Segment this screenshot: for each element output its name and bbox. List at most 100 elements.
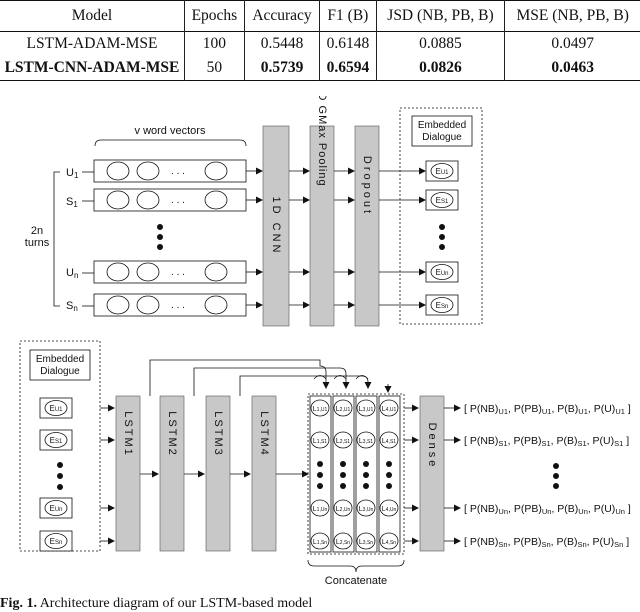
word-vector-node (106, 262, 130, 282)
figure-caption: Fig. 1. Architecture diagram of our LSTM… (0, 596, 312, 612)
svg-text:ESn: ESn (436, 301, 449, 310)
word-vector-row-sn: . . . (82, 293, 263, 317)
output-s1: [ P(NB)S1, P(PB)S1, P(B)S1, P(U)S1 ] (464, 435, 629, 448)
vertical-dots (439, 224, 445, 250)
cell-epochs: 100 (184, 31, 245, 56)
concat-to-dense-arrows (404, 404, 419, 545)
vertical-dots (553, 463, 559, 489)
lstm1-block (115, 395, 141, 552)
vertical-dots (157, 224, 163, 250)
gmax-pooling-block (309, 125, 335, 327)
svg-text:L2,Sn: L2,Sn (336, 539, 350, 546)
svg-text:Embedded: Embedded (418, 120, 466, 131)
header-model: Model (71, 7, 113, 24)
cell-mse: 0.0497 (504, 31, 640, 56)
svg-text:Dialogue: Dialogue (422, 132, 462, 143)
svg-text:L4,Un: L4,Un (382, 506, 397, 513)
svg-text:ES1: ES1 (436, 196, 449, 205)
word-vector-row-s1: . . . (82, 188, 263, 212)
vertical-dots (317, 461, 392, 489)
row-label-un: Un (66, 267, 78, 280)
embedding-sn: ESn (425, 294, 459, 316)
cell-accuracy: 0.5448 (243, 31, 320, 56)
svg-text:L3,S1: L3,S1 (359, 438, 373, 445)
svg-text:L3,U1: L3,U1 (359, 406, 374, 413)
skip-connections (149, 359, 389, 396)
output-arrows (444, 404, 461, 545)
cnn-block (262, 125, 290, 327)
dense-label: Dense (426, 423, 438, 470)
lstm3-label: LSTM3 (212, 411, 224, 456)
row-label-u1: U1 (66, 167, 79, 180)
svg-text:L4,U1: L4,U1 (382, 406, 397, 413)
word-vector-node (136, 161, 160, 181)
bottom-diagram: Embedded Dialogue EU1 ES1 EUn ESn (19, 340, 631, 587)
svg-text:. . .: . . . (171, 300, 185, 311)
svg-text:L3,Sn: L3,Sn (359, 539, 373, 546)
word-vector-node (136, 190, 160, 210)
caption-text: Architecture diagram of our LSTM-based m… (39, 596, 313, 611)
svg-text:L2,U1: L2,U1 (336, 406, 351, 413)
word-vector-row-un: . . . (82, 260, 263, 284)
row-label-s1: S1 (66, 196, 78, 209)
embedding-s1: ES1 (425, 189, 459, 211)
word-vector-node (204, 262, 228, 282)
svg-text:L3,Un: L3,Un (359, 506, 374, 513)
word-vectors-brace (94, 139, 247, 147)
embedding-un: EUn (39, 497, 73, 519)
top-diagram: v word vectors 2n turns U1 S1 Un Sn . . … (25, 96, 483, 327)
dropout-label: Dropout (361, 156, 373, 216)
word-vector-row-u1: . . . (82, 159, 263, 183)
svg-text:ES1: ES1 (50, 436, 63, 445)
output-u1: [ P(NB)U1, P(PB)U1, P(B)U1, P(U)U1 ] (464, 403, 631, 416)
embedded-title-box (411, 115, 473, 147)
header-mse: MSE (NB, PB, B) (504, 0, 640, 32)
svg-text:ESn: ESn (50, 537, 63, 546)
word-vector-node (106, 190, 130, 210)
header-jsd: JSD (NB, PB, B) (375, 0, 505, 32)
word-vector-node (204, 161, 228, 181)
word-vector-node (204, 190, 228, 210)
concatenate-brace (307, 559, 405, 573)
row-label-sn: Sn (66, 300, 78, 313)
results-table: Model Epochs Accuracy F1 (B) JSD (NB, PB… (0, 0, 640, 81)
cell-f1: 0.6594 (319, 56, 377, 81)
svg-text:Embedded: Embedded (36, 354, 84, 365)
svg-text:L4,Sn: L4,Sn (382, 539, 396, 546)
table-header-row: Model Epochs Accuracy F1 (B) JSD (NB, PB… (0, 0, 640, 32)
svg-text:. . .: . . . (171, 267, 185, 278)
word-vector-node (106, 161, 130, 181)
word-vectors-label: v word vectors (135, 125, 206, 137)
word-vector-node (136, 295, 160, 315)
table-row: LSTM-ADAM-MSE 100 0.5448 0.6148 0.0885 0… (0, 31, 640, 56)
architecture-diagram: v word vectors 2n turns U1 S1 Un Sn . . … (19, 96, 631, 587)
embedding-sn: ESn (39, 530, 73, 552)
svg-text:EU1: EU1 (435, 167, 449, 176)
lstm4-label: LSTM4 (258, 411, 270, 456)
word-vector-node (136, 262, 160, 282)
cell-f1: 0.6148 (319, 31, 377, 56)
svg-text:EUn: EUn (435, 268, 448, 277)
header-accuracy: Accuracy (243, 0, 320, 32)
cell-model: LSTM-CNN-ADAM-MSE (4, 59, 180, 76)
block-arrows (289, 167, 426, 309)
cell-jsd: 0.0885 (375, 31, 505, 56)
concatenate-label: Concatenate (325, 575, 387, 587)
embedding-u1: EU1 (39, 397, 73, 419)
gmax-label: 1D GMax Pooling (316, 96, 328, 187)
header-epochs: Epochs (184, 0, 245, 32)
svg-text:EUn: EUn (49, 504, 62, 513)
skip-hops (313, 375, 369, 380)
svg-text:L1,U1: L1,U1 (313, 406, 328, 413)
svg-text:L4,S1: L4,S1 (382, 438, 396, 445)
svg-text:EU1: EU1 (49, 404, 63, 413)
svg-text:L1,Un: L1,Un (313, 506, 328, 513)
word-vector-node (106, 295, 130, 315)
svg-text:L2,Un: L2,Un (336, 506, 351, 513)
turns-bracket (53, 171, 60, 307)
cell-mse: 0.0463 (504, 56, 640, 81)
dropout-block (354, 125, 380, 327)
svg-text:L2,S1: L2,S1 (336, 438, 350, 445)
dense-block (419, 395, 445, 552)
turns-label-2: turns (25, 237, 50, 249)
